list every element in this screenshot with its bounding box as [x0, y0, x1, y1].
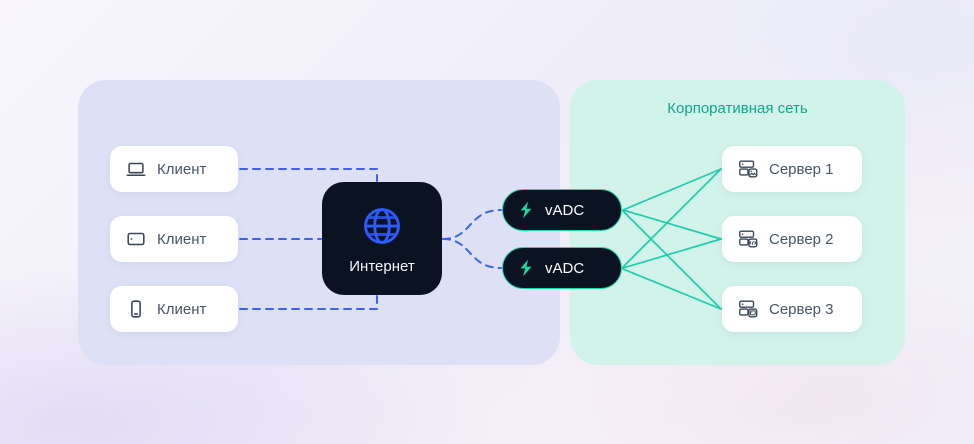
- corporate-network-title: Корпоративная сеть: [667, 100, 808, 117]
- vadc-node-2: vADC: [502, 247, 622, 289]
- server-node-2: Сервер 2: [722, 216, 862, 262]
- edge-vadc2-server2: [622, 238, 722, 269]
- client-label: Клиент: [157, 300, 207, 318]
- edge-vadc2-server1: [622, 168, 722, 268]
- edge-internet-vadc1: [442, 209, 502, 240]
- phone-icon: [125, 298, 147, 320]
- server-label: Сервер 3: [769, 300, 834, 318]
- internet-node: Интернет: [322, 182, 442, 295]
- server-node-1: Сервер 1: [722, 146, 862, 192]
- server-label: Сервер 2: [769, 230, 834, 248]
- laptop-icon: [125, 158, 147, 180]
- client-node-3: Клиент: [110, 286, 238, 332]
- edge-vadc1-server2: [622, 209, 722, 240]
- vadc-logo-icon: [516, 200, 536, 220]
- server-media-icon: [737, 298, 759, 320]
- client-label: Клиент: [157, 160, 207, 178]
- globe-icon: [359, 203, 405, 249]
- server-code-icon: [737, 228, 759, 250]
- vadc-node-1: vADC: [502, 189, 622, 231]
- vadc-label: vADC: [545, 259, 585, 277]
- vadc-label: vADC: [545, 201, 585, 219]
- edge-vadc2-server3: [622, 268, 722, 310]
- edge-internet-vadc2: [442, 238, 502, 269]
- client-label: Клиент: [157, 230, 207, 248]
- client-node-2: Клиент: [110, 216, 238, 262]
- tablet-icon: [125, 228, 147, 250]
- server-label: Сервер 1: [769, 160, 834, 178]
- vadc-logo-icon: [516, 258, 536, 278]
- server-image-icon: [737, 158, 759, 180]
- edge-client3-internet: [239, 295, 378, 310]
- server-node-3: Сервер 3: [722, 286, 862, 332]
- edge-client1-internet: [239, 168, 378, 182]
- client-node-1: Клиент: [110, 146, 238, 192]
- edge-vadc1-server3: [622, 210, 722, 310]
- internet-label: Интернет: [349, 257, 415, 275]
- edge-vadc1-server1: [622, 168, 722, 211]
